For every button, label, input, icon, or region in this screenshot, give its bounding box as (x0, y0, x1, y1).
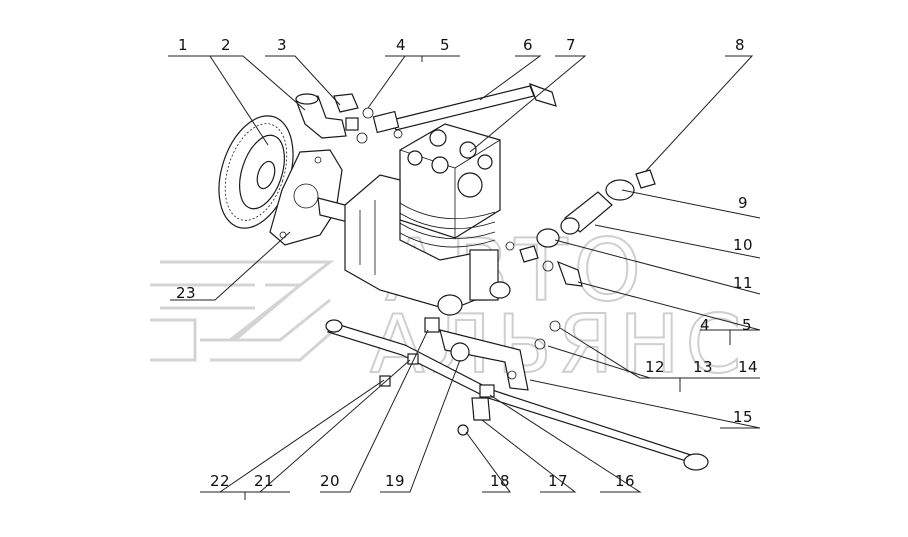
lower-pipe (325, 317, 709, 471)
watermark-logo (150, 260, 341, 362)
mounting-gasket (269, 149, 343, 246)
right-fittings (505, 169, 656, 287)
callout-5: 5 (440, 36, 450, 54)
callout-4b: 4 (700, 316, 710, 334)
lower-bracket (439, 320, 561, 391)
callout-18: 18 (490, 472, 510, 490)
callout-16: 16 (615, 472, 635, 490)
callout-9: 9 (738, 194, 748, 212)
callout-12: 12 (645, 358, 665, 376)
callout-8: 8 (735, 36, 745, 54)
callout-21: 21 (254, 472, 274, 490)
callout-6: 6 (523, 36, 533, 54)
callout-14: 14 (738, 358, 758, 376)
watermark-line2: АЛЬЯНС (370, 298, 747, 391)
parts-drawing (168, 55, 761, 500)
callout-15: 15 (733, 408, 753, 426)
callout-23: 23 (176, 284, 196, 302)
callout-17: 17 (548, 472, 568, 490)
callout-5b: 5 (742, 316, 752, 334)
callout-13: 13 (693, 358, 713, 376)
callout-4: 4 (396, 36, 406, 54)
callout-20: 20 (320, 472, 340, 490)
callout-numbers: 1 2 3 4 5 6 7 8 9 10 11 4 5 12 13 14 15 … (176, 36, 758, 490)
callout-3: 3 (277, 36, 287, 54)
o-ring-4 (362, 107, 374, 119)
compressor-body (344, 123, 511, 316)
callout-22: 22 (210, 472, 230, 490)
callout-7: 7 (566, 36, 576, 54)
o-ring-top (356, 132, 368, 144)
elbow-fitting (295, 93, 347, 139)
leader-lines (168, 55, 761, 500)
callout-19: 19 (385, 472, 405, 490)
drive-gear (218, 115, 294, 229)
callout-10: 10 (733, 236, 753, 254)
callout-2: 2 (221, 36, 231, 54)
callout-1: 1 (178, 36, 188, 54)
callout-11: 11 (733, 274, 753, 292)
union-nut (333, 93, 359, 131)
